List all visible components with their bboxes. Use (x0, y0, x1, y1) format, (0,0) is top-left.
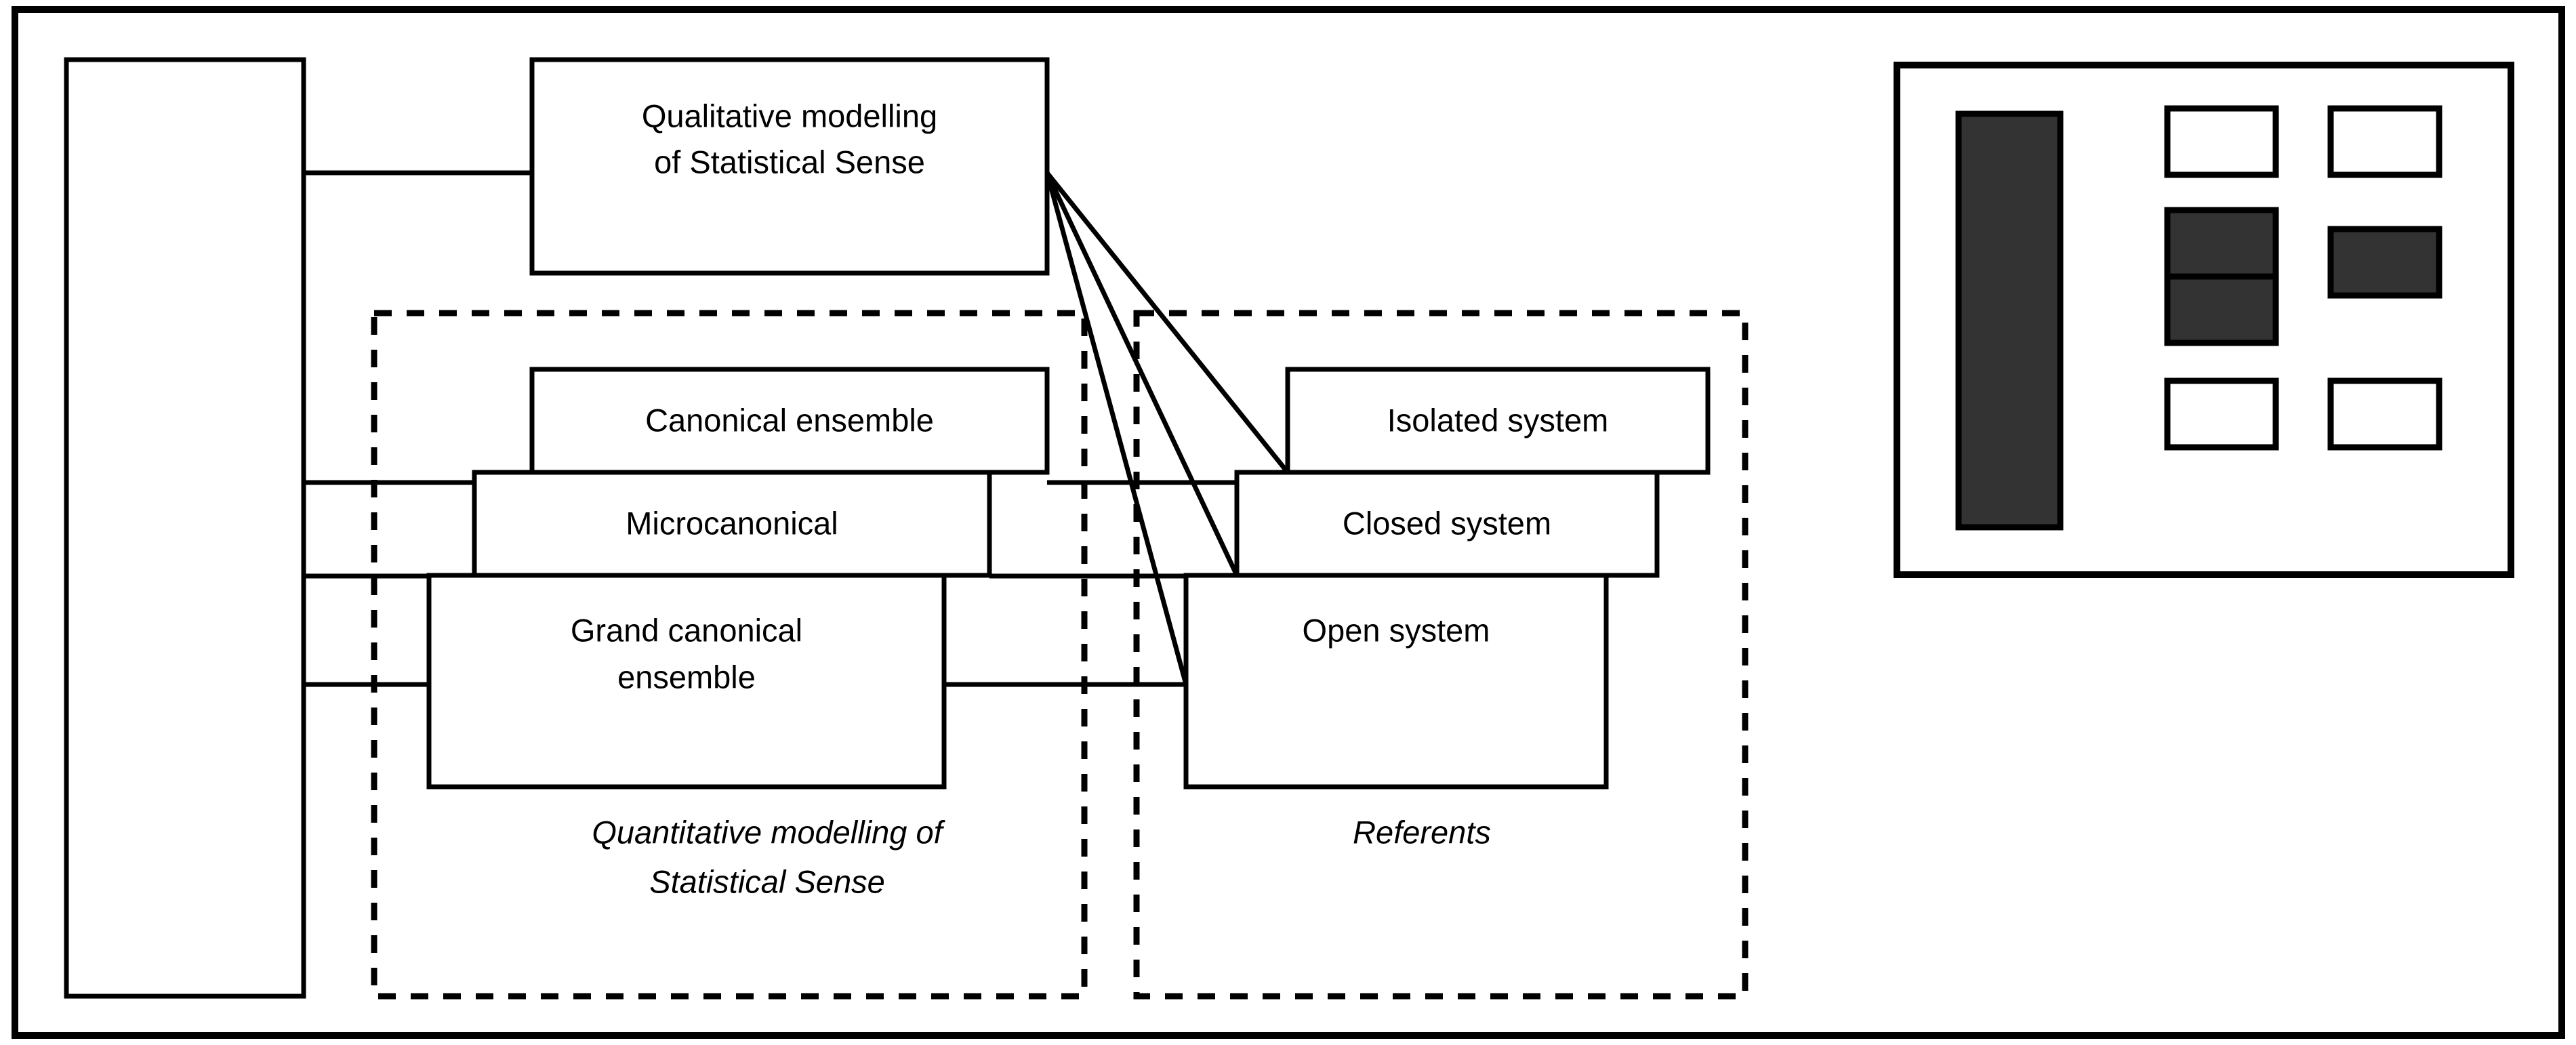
fan-line-to-isolated (1045, 171, 1290, 474)
quantitative-group-label-line1: Quantitative modelling of (592, 814, 945, 850)
referents-group-label: Referents (1353, 814, 1491, 850)
closed-system-label: Closed system (1343, 505, 1551, 541)
isolated-system-box[interactable]: Isolated system (1285, 367, 1711, 475)
legend-bottom-right-box[interactable] (2327, 377, 2442, 451)
microcanonical-rect (472, 470, 992, 578)
legend-center-middle-upper-box[interactable] (2164, 207, 2279, 280)
fan-line-to-closed (1044, 171, 1240, 577)
legend-center-right-box[interactable] (2327, 226, 2442, 299)
outer-frame (12, 6, 2565, 1039)
qualitative-modelling-rect (529, 57, 1050, 276)
open-system-rect (1183, 573, 1609, 790)
legend-bottom-middle-box[interactable] (2164, 377, 2279, 451)
canonical-ensemble-label: Canonical ensemble (645, 402, 934, 438)
legend-top-middle-box[interactable] (2164, 105, 2279, 178)
legend-tall-bar[interactable] (1955, 110, 2064, 531)
empty-left-box[interactable] (64, 57, 306, 999)
grand-canonical-ensemble-label-line1: Grand canonical (571, 612, 802, 648)
legend-top-right-box[interactable] (2327, 105, 2442, 178)
microcanonical-box[interactable]: Microcanonical (472, 470, 992, 578)
isolated-system-rect (1285, 367, 1711, 475)
microcanonical-label: Microcanonical (626, 505, 838, 541)
qualitative-modelling-label-line1: Qualitative modelling (642, 98, 937, 134)
isolated-system-label: Isolated system (1387, 402, 1609, 438)
grand-canonical-ensemble-rect (426, 573, 947, 790)
quantitative-group-label-line2: Statistical Sense (649, 863, 884, 899)
closed-system-box[interactable]: Closed system (1234, 470, 1660, 578)
fan-line-to-open (1044, 172, 1189, 685)
quantitative-modelling-group-box (371, 310, 1088, 1000)
qualitative-modelling-box[interactable]: Qualitative modelling of Statistical Sen… (529, 57, 1050, 276)
open-system-box[interactable]: Open system (1183, 573, 1609, 790)
legend-center-middle-lower-box[interactable] (2164, 273, 2279, 346)
legend-panel (1894, 62, 2514, 578)
canonical-ensemble-box[interactable]: Canonical ensemble (529, 367, 1050, 475)
qualitative-modelling-label-line2: of Statistical Sense (654, 144, 925, 180)
fan-lines-from-qualitative (1044, 171, 1290, 685)
referents-group-box (1133, 310, 1749, 1000)
grand-canonical-ensemble-label-line2: ensemble (617, 659, 756, 695)
open-system-label: Open system (1303, 612, 1490, 648)
grand-canonical-ensemble-box[interactable]: Grand canonical ensemble (426, 573, 947, 790)
legend-panel-frame (1894, 62, 2514, 578)
